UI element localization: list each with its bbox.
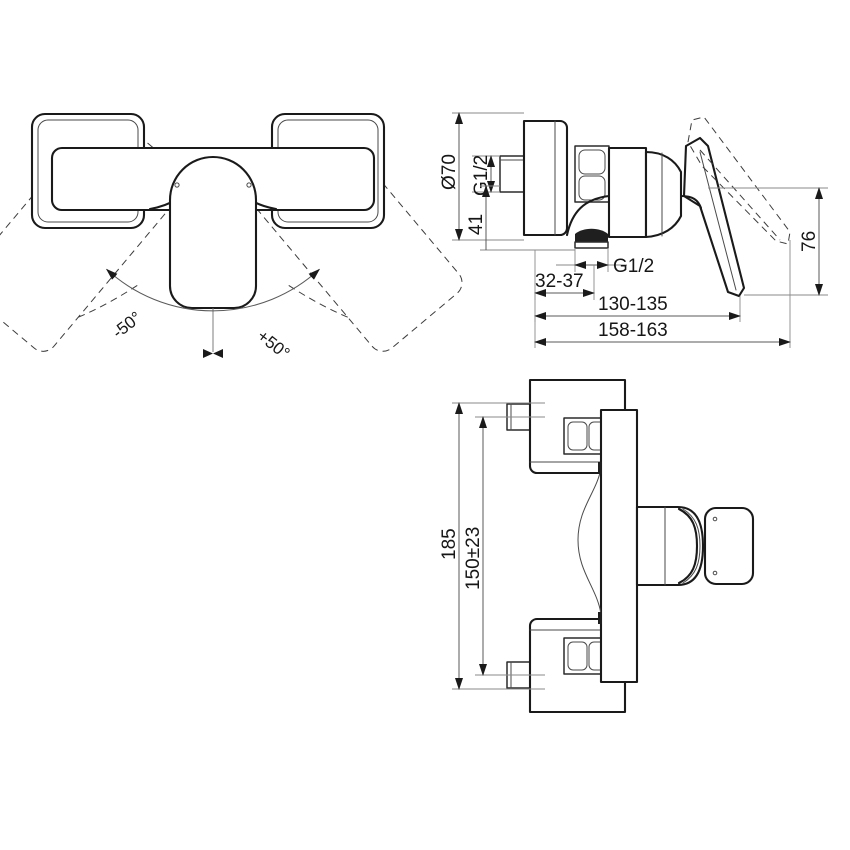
dim-thread-outlet: G1/2 [556,248,654,277]
plan-lever-handle [168,156,258,310]
side-lever-handle [679,136,746,298]
dim-label-wall-offset: 32-37 [535,271,584,292]
dim-diameter-70: Ø70 [439,112,524,241]
dim-projection-total: 158-163 [534,240,791,348]
dim-label-projection-body: 130-135 [598,294,668,315]
dim-label-diameter: Ø70 [439,154,460,190]
side-lever-ghost [687,116,791,245]
view-plan-swivel: -50° +50° [0,112,463,363]
side-hex-nut [574,145,610,203]
dim-label-thread-top: G1/2 [471,155,492,196]
front-lever-paddle [703,506,755,586]
dim-overall-height: 185 [439,402,545,690]
dim-label-centre-distance: 150±23 [463,527,484,590]
side-mixer-body [565,146,683,239]
dim-label-projection-total: 158-163 [598,320,668,341]
side-outlet-boss [574,228,609,249]
side-inlet-spigot [499,155,527,193]
dim-label-overall: 185 [439,528,460,560]
side-escutcheon-disc [522,119,569,237]
swivel-arc [105,268,321,358]
dim-label-41: 41 [466,214,487,235]
view-side-elevation: Ø70 G1/2 41 G1/2 32-3 [439,112,828,348]
dim-wall-offset: 32-37 [534,250,595,300]
dim-label-lever-drop: 76 [799,231,820,252]
dim-centre-distance: 150±23 [463,416,545,676]
dim-projection-body: 130-135 [534,293,741,322]
dim-lever-drop: 76 [708,187,828,296]
swivel-ghost-right [238,113,463,352]
view-front-elevation: 185 150±23 [439,378,755,714]
front-lever-hub [635,505,705,587]
dim-label-thread-outlet: G1/2 [613,256,654,277]
dim-height-41: 41 [466,185,575,251]
